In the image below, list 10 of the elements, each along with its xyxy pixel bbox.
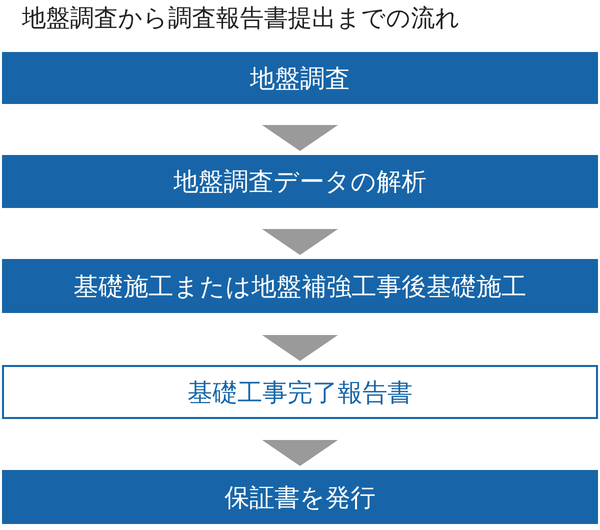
title: 地盤調査から調査報告書提出までの流れ (22, 3, 460, 34)
process-box: 基礎施工または地盤補強工事後基礎施工 (2, 259, 598, 313)
down-arrow (262, 440, 338, 466)
process-box: 地盤調査データの解析 (2, 155, 598, 208)
down-arrow (262, 125, 338, 151)
process-box: 基礎工事完了報告書 (2, 365, 598, 419)
down-arrow (262, 229, 338, 255)
process-box: 保証書を発行 (2, 470, 598, 524)
down-arrow (262, 335, 338, 361)
process-box: 地盤調査 (2, 52, 598, 104)
